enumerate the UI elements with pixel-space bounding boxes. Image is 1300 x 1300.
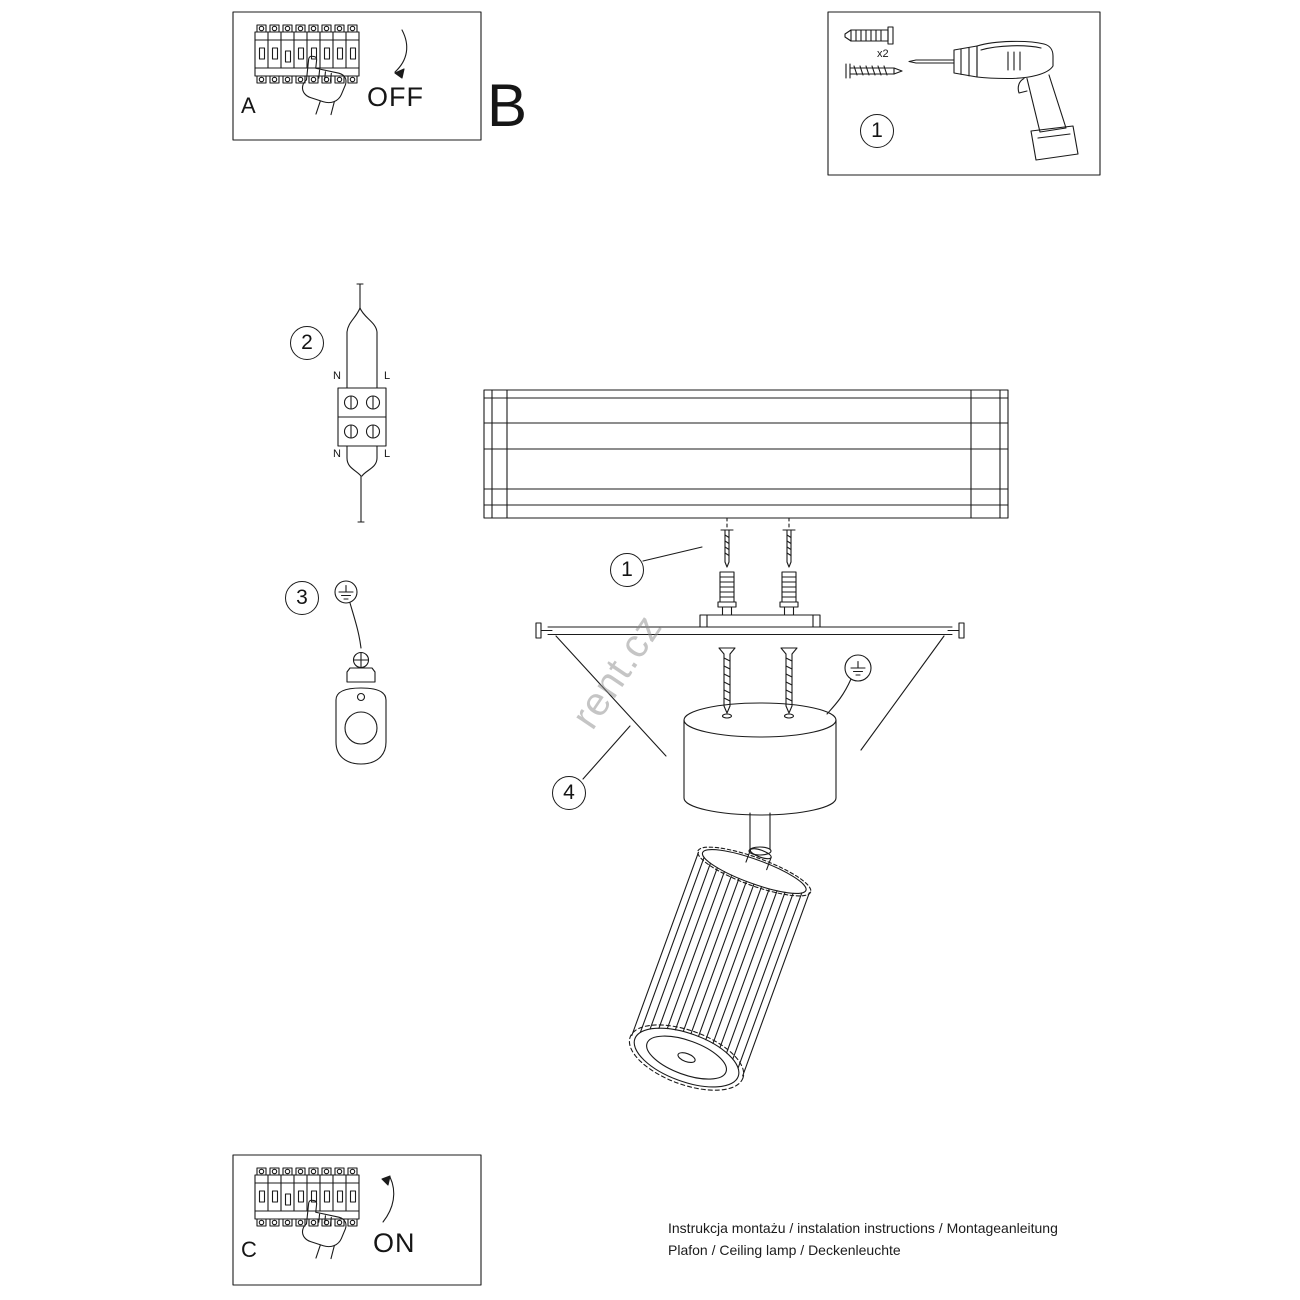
off-arrowhead-icon	[394, 68, 405, 79]
wire-n-label-top: N	[333, 370, 341, 382]
mounting-screw-left	[718, 647, 736, 714]
panel-a-border	[232, 11, 482, 141]
on-arrowhead-icon	[381, 1175, 391, 1186]
toolbox-art	[827, 11, 1101, 176]
section-b-label: B	[487, 72, 528, 139]
panel-a-art	[232, 11, 482, 141]
panel-a-state: OFF	[367, 82, 424, 112]
on-arrow	[382, 1176, 395, 1223]
plug-count-label: x2	[877, 48, 889, 60]
wire-l-label-top: L	[384, 370, 391, 382]
panel-c-state: ON	[373, 1228, 416, 1258]
panel-c-border	[232, 1154, 482, 1286]
wall-plug-right-art	[779, 529, 799, 616]
mounting-screw-right	[780, 647, 798, 714]
step4-leader-line	[582, 725, 631, 780]
ceiling-rail-art	[483, 389, 1009, 529]
footer-instructions-line: Instrukcja montażu / instalation instruc…	[668, 1220, 1058, 1236]
step1-leader-line	[642, 546, 703, 562]
panel-c-label: C	[241, 1237, 257, 1262]
explode-lines	[555, 635, 945, 757]
step-2-badge: 2	[290, 326, 324, 360]
ground-terminal-art	[334, 580, 387, 765]
off-arrow	[394, 29, 408, 73]
step-1-badge-rail: 1	[610, 553, 644, 587]
screw-icon	[845, 63, 903, 79]
wall-plug-icon	[844, 26, 894, 45]
lampshade-art	[628, 846, 812, 1091]
panel-a-label: A	[241, 93, 256, 118]
step-1-badge: 1	[860, 114, 894, 148]
ground-wire	[826, 678, 852, 715]
wall-plug-left-art	[717, 529, 737, 616]
wire-n-label-bottom: N	[333, 448, 341, 460]
wire-connector-art	[337, 283, 387, 523]
ground-symbol-icon	[844, 654, 872, 682]
panel-c-art	[232, 1154, 482, 1286]
canopy-art	[683, 702, 837, 856]
toolbox-border	[827, 11, 1101, 176]
ground-symbol-icon	[334, 580, 358, 604]
step-4-badge: 4	[552, 776, 586, 810]
mounting-bracket-art	[535, 614, 965, 780]
drill-icon	[908, 40, 1079, 161]
footer-product-line: Plafon / Ceiling lamp / Deckenleuchte	[668, 1242, 901, 1258]
wire-l-label-bottom: L	[384, 448, 391, 460]
step-3-badge: 3	[285, 581, 319, 615]
